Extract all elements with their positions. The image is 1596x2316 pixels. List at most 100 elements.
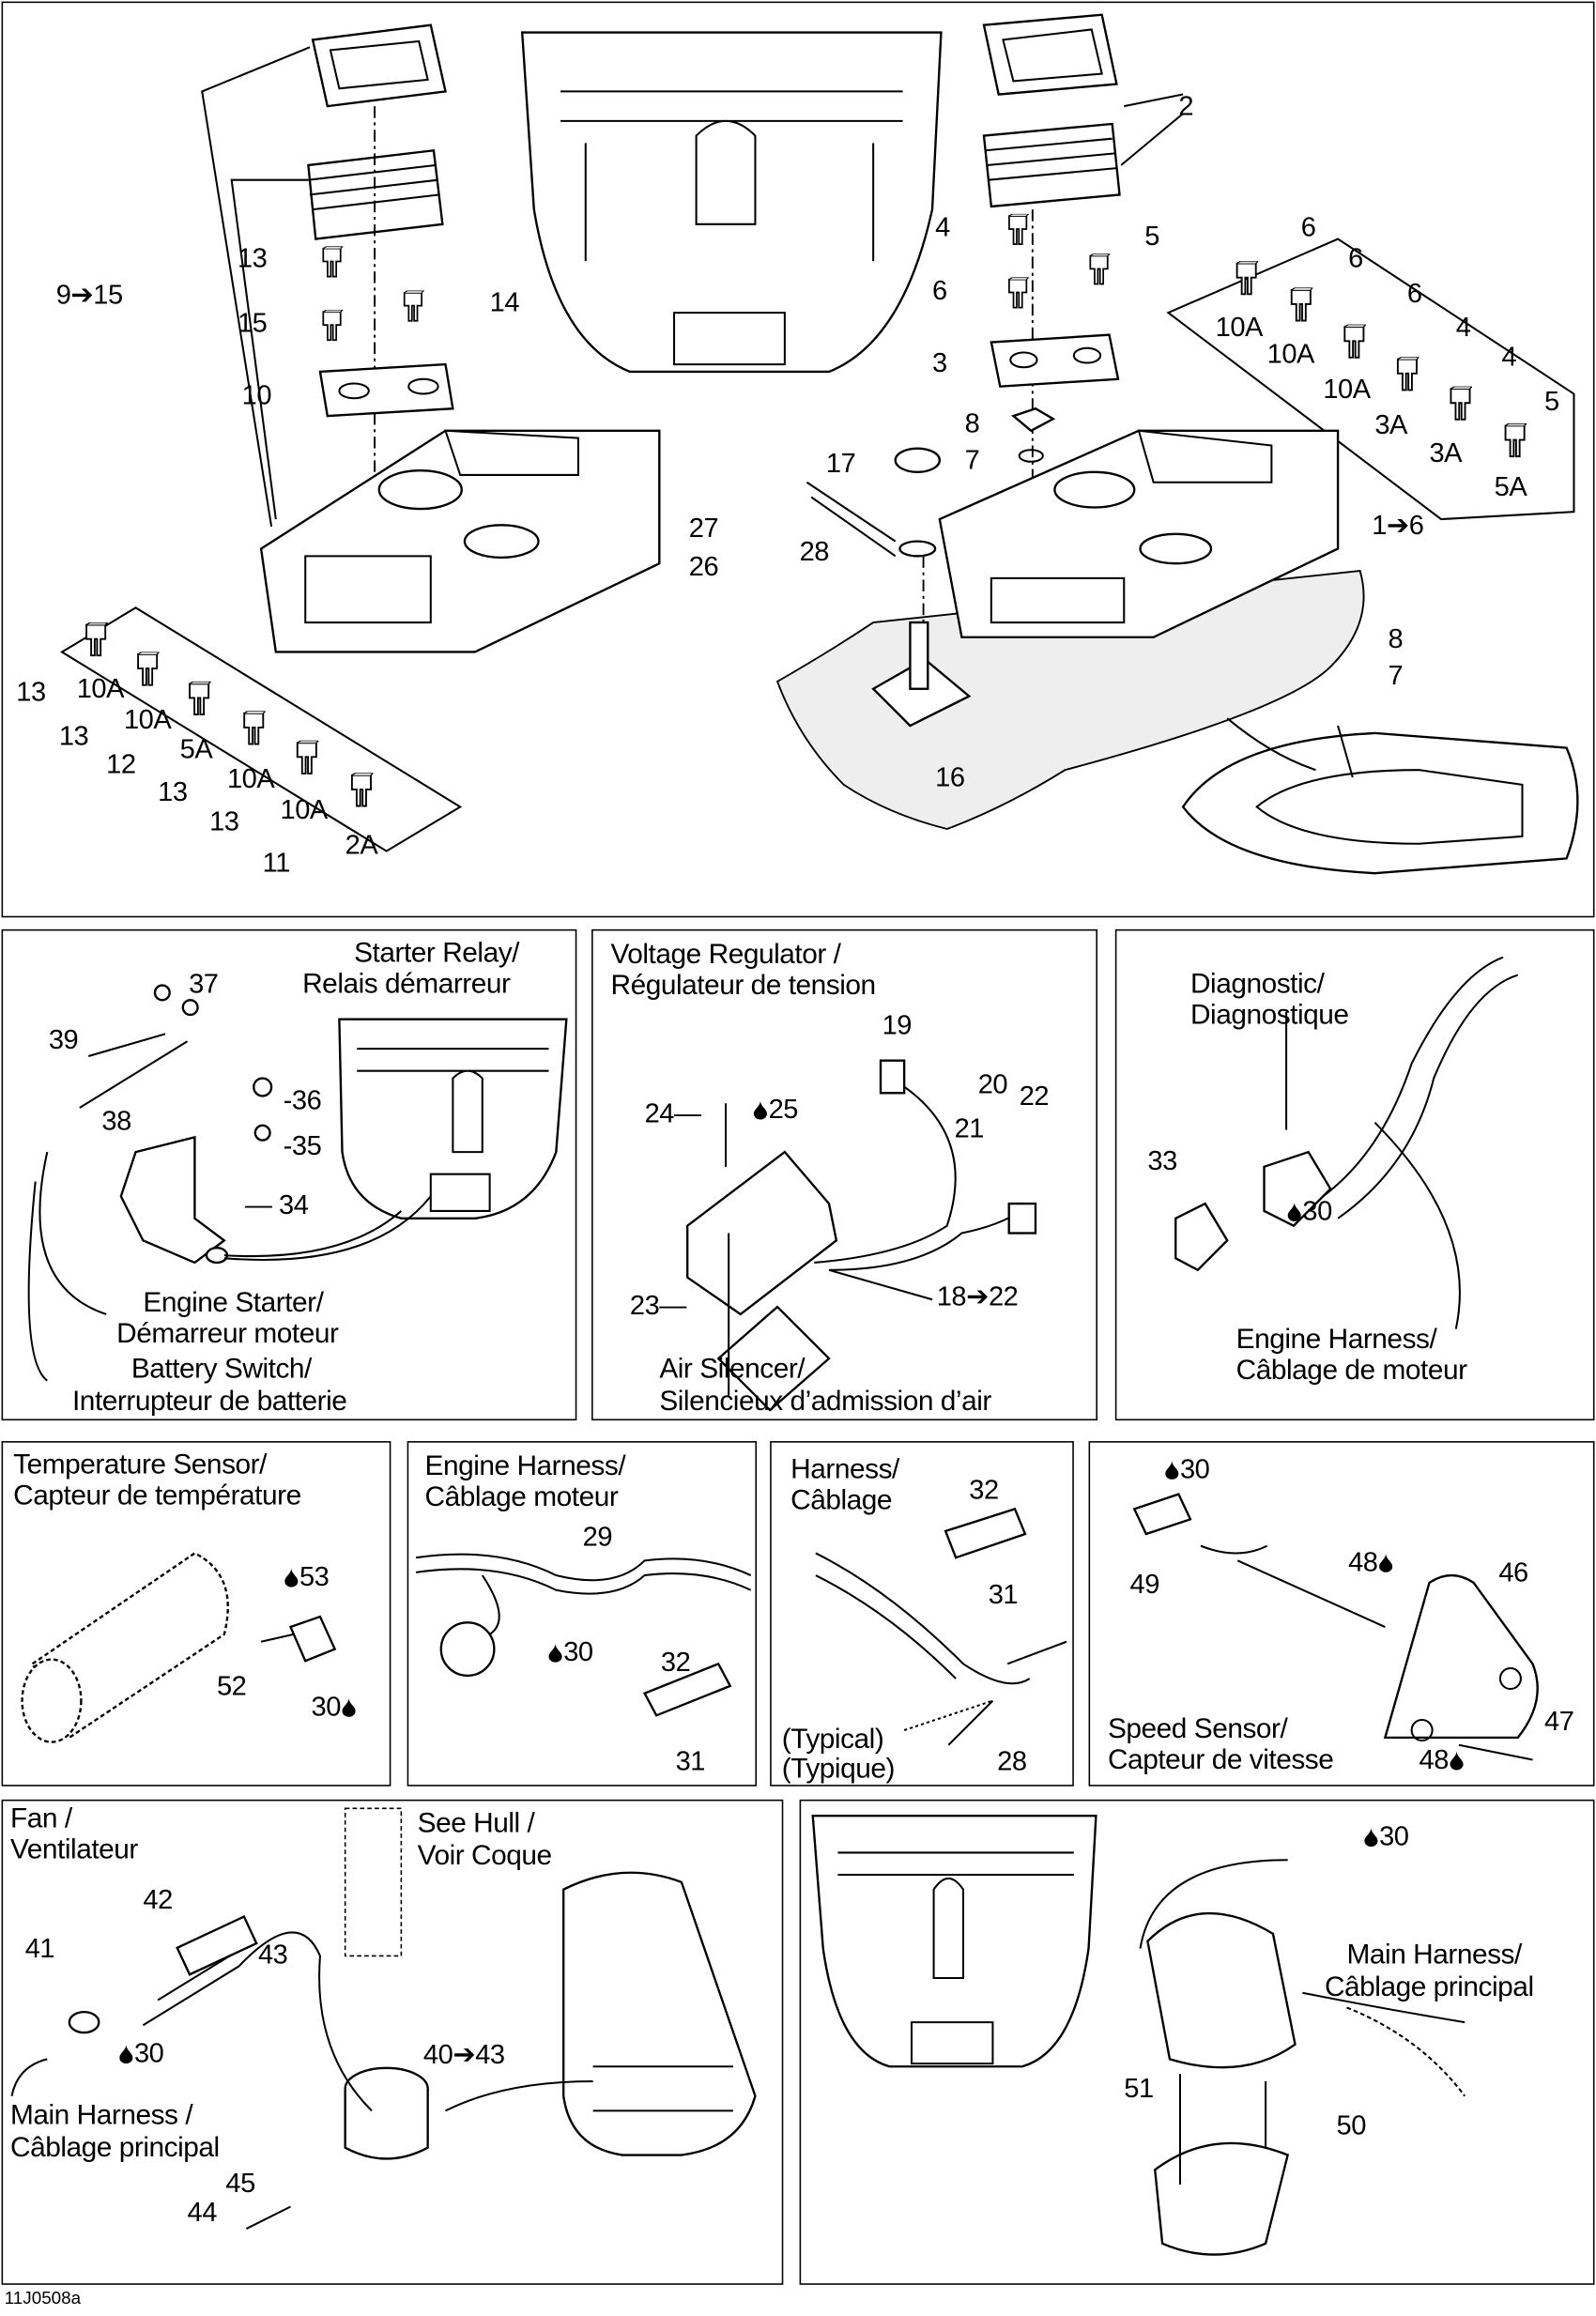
callout-46: 46	[1498, 1556, 1528, 1587]
panel-title: Régulateur de tension	[610, 970, 876, 1002]
fuse-rating: 10A	[1266, 337, 1315, 369]
callout-53: 53	[284, 1561, 330, 1591]
panel-title: Capteur de vitesse	[1107, 1744, 1334, 1776]
bilge-pump-drawing	[811, 1814, 1466, 2256]
callout-40-to-43: 40➔43	[422, 2038, 505, 2070]
note-see-hull: See Hull /	[417, 1808, 535, 1840]
fan-panel: Fan / Ventilateur See Hull / Voir Coque …	[1, 1799, 784, 2285]
droplet-icon	[1364, 1828, 1377, 1847]
callout-14: 14	[489, 285, 520, 317]
callout-number: 30	[563, 1635, 593, 1667]
callout-15: 15	[237, 306, 268, 338]
fuse-rating: 2A	[345, 829, 378, 861]
callout-13: 13	[158, 775, 188, 807]
callout-5: 5	[1144, 220, 1159, 252]
callout-2: 2	[1178, 89, 1194, 121]
callout-8: 8	[964, 406, 980, 438]
callout-48: 48	[1419, 1744, 1465, 1774]
fuse-rating: 10A	[226, 762, 275, 794]
fuse-box-exploded-drawing	[60, 13, 1579, 875]
callout-44: 44	[187, 2196, 218, 2228]
panel-title: Diagnostique	[1189, 1000, 1349, 1032]
callout-31: 31	[675, 1744, 706, 1776]
note-air-silencer: Air Silencer/	[659, 1354, 806, 1386]
callout-4: 4	[1501, 340, 1517, 372]
note-air-silencer: Silencieux d’admission d’air	[659, 1386, 991, 1418]
callout-28: 28	[997, 1744, 1027, 1776]
callout-36: -36	[283, 1083, 322, 1115]
diagnostic-panel: Diagnostic/ Diagnostique 33 30 Engine Ha…	[1114, 928, 1595, 1421]
fuse-rating: 3A	[1429, 437, 1463, 468]
callout-12: 12	[106, 747, 136, 779]
callout-4: 4	[935, 210, 950, 242]
panel-title: Speed Sensor/	[1107, 1713, 1288, 1745]
bilge-pump-panel: 30 Main Harness/ Câblage principal 51 50	[799, 1799, 1595, 2285]
harness-clamp-drawing	[815, 1507, 1067, 1746]
note-typical: (Typical)	[781, 1724, 884, 1756]
callout-31: 31	[988, 1578, 1019, 1610]
starter-relay-panel: Starter Relay/ Relais démarreur 37 39 38…	[1, 928, 577, 1421]
callout-45: 45	[225, 2167, 255, 2199]
callout-52: 52	[216, 1669, 247, 1701]
callout-number: 30	[133, 2036, 164, 2068]
temperature-sensor-panel: Temperature Sensor/ Capteur de températu…	[1, 1441, 391, 1787]
voltage-regulator-drawing	[686, 1059, 1037, 1412]
fuse-box-main-panel: 9➔15 13 15 14 10 27 26 13 10A 13 10A 12 …	[1, 1, 1595, 918]
callout-10: 10	[241, 378, 272, 410]
droplet-icon	[342, 1697, 355, 1716]
callout-16: 16	[935, 760, 965, 792]
note-battery-switch: Battery Switch/	[130, 1354, 313, 1386]
callout-30: 30	[547, 1635, 593, 1667]
callout-number: 30	[311, 1690, 342, 1722]
callout-13: 13	[58, 719, 89, 751]
callout-number: 30	[1179, 1452, 1210, 1484]
droplet-icon	[1379, 1553, 1392, 1572]
callout-17: 17	[825, 447, 856, 479]
droplet-icon	[119, 2045, 132, 2063]
callout-6: 6	[1300, 210, 1316, 242]
callout-30: 30	[1363, 1821, 1409, 1850]
callout-9-to-15: 9➔15	[55, 278, 123, 310]
callout-20: 20	[977, 1067, 1008, 1099]
panel-title: Voltage Regulator /	[610, 939, 841, 971]
callout-51: 51	[1124, 2072, 1154, 2104]
fuse-rating: 5A	[179, 732, 213, 764]
note-engine-starter: Engine Starter/	[143, 1287, 324, 1319]
panel-title: Câblage	[790, 1485, 893, 1517]
note-engine-starter: Démarreur moteur	[116, 1318, 339, 1350]
panel-title: Engine Harness/	[424, 1451, 626, 1483]
callout-47: 47	[1544, 1705, 1574, 1737]
fuse-rating: 10A	[1215, 311, 1264, 343]
callout-22: 22	[1019, 1080, 1050, 1112]
speed-sensor-panel: 30 49 48 46 47 Speed Sensor/ Capteur de …	[1088, 1441, 1595, 1787]
note-main-harness: Câblage principal	[9, 2132, 220, 2164]
callout-33: 33	[1147, 1144, 1177, 1176]
callout-number: 30	[1302, 1194, 1332, 1226]
fan-drawing	[10, 1807, 757, 2230]
harness-panel: Harness/ Câblage 32 31 28 (Typical) (Typ…	[770, 1441, 1074, 1787]
callout-13: 13	[237, 241, 268, 273]
callout-50: 50	[1336, 2109, 1367, 2140]
callout-6: 6	[1406, 277, 1422, 309]
callout-30: 30	[118, 2038, 164, 2067]
callout-number: 30	[1379, 1819, 1409, 1851]
callout-49: 49	[1129, 1568, 1160, 1600]
note-main-harness: Main Harness/	[1346, 1940, 1523, 1971]
speed-sensor-drawing	[1132, 1493, 1539, 1761]
callout-38: 38	[101, 1104, 131, 1136]
fuse-rating: 10A	[76, 672, 125, 704]
fuse-rating: 10A	[1323, 373, 1371, 405]
panel-title: Fan /	[9, 1803, 72, 1835]
panel-title: Ventilateur	[9, 1834, 138, 1866]
note-battery-switch: Interrupteur de batterie	[71, 1386, 347, 1418]
temperature-sensor-drawing	[21, 1552, 337, 1743]
callout-6: 6	[1348, 241, 1363, 273]
callout-23: 23—	[629, 1289, 686, 1321]
droplet-icon	[1165, 1460, 1178, 1479]
callout-32: 32	[969, 1473, 999, 1505]
callout-28: 28	[799, 535, 830, 567]
callout-7: 7	[1388, 659, 1404, 691]
note-main-harness: Câblage principal	[1324, 1971, 1534, 2003]
note-typical: (Typique)	[781, 1754, 896, 1786]
